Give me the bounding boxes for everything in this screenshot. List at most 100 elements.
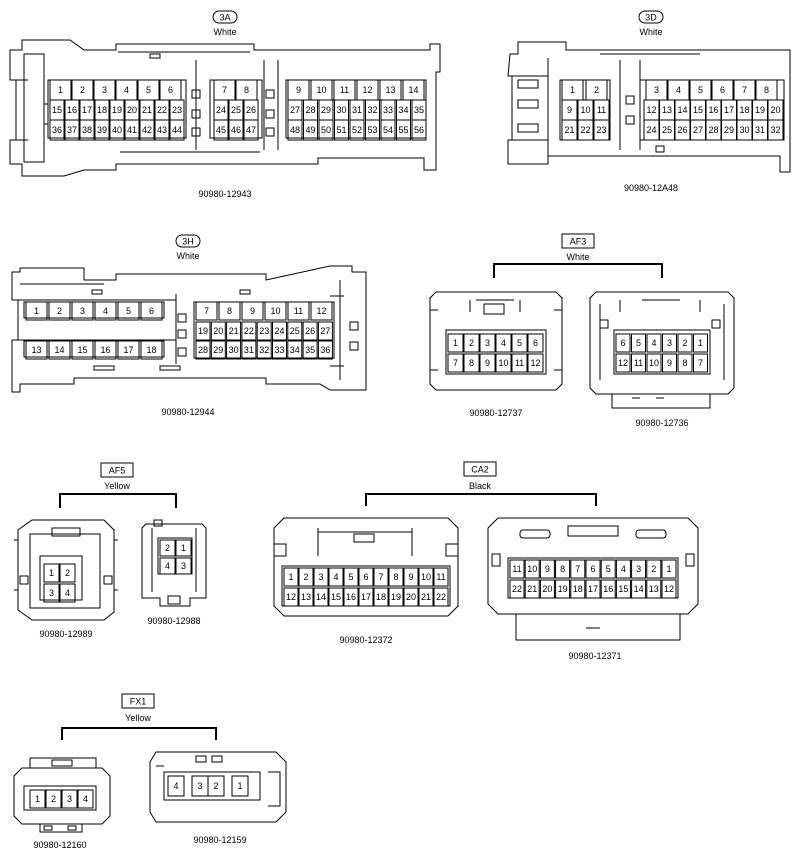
pin-number: 17 bbox=[724, 105, 734, 115]
pin-number: 43 bbox=[157, 125, 167, 135]
pin-cell bbox=[463, 353, 480, 373]
pin-number: 50 bbox=[321, 125, 331, 135]
pin-number: 1 bbox=[181, 543, 186, 553]
pin-number: 27 bbox=[693, 125, 703, 135]
pin-cell bbox=[195, 321, 211, 341]
pin-number: 4 bbox=[103, 306, 108, 316]
housing-detail bbox=[430, 299, 562, 371]
pin-number: 29 bbox=[321, 105, 331, 115]
badge-frame bbox=[175, 234, 201, 248]
pin-number: 9 bbox=[545, 564, 550, 574]
pin-number: 14 bbox=[316, 592, 326, 602]
pin-number: 10 bbox=[270, 306, 280, 316]
connector-housing bbox=[487, 517, 699, 615]
pin-cell bbox=[447, 333, 464, 353]
pin-cell bbox=[117, 340, 140, 360]
pin-number: 21 bbox=[421, 592, 431, 602]
pin-number: 24 bbox=[646, 125, 656, 135]
pin-cell bbox=[328, 587, 344, 607]
pin-cell bbox=[213, 119, 229, 141]
pin-number: 1 bbox=[698, 338, 703, 348]
pin-number: 13 bbox=[385, 85, 395, 95]
pin-number: 4 bbox=[83, 794, 88, 804]
pin-number: 16 bbox=[708, 105, 718, 115]
pin-cell bbox=[287, 321, 303, 341]
connector-color: Black bbox=[469, 481, 492, 491]
pin-number: 12 bbox=[316, 306, 326, 316]
pin-cell bbox=[283, 567, 299, 587]
pin-number: 7 bbox=[378, 572, 383, 582]
pin-number: 7 bbox=[698, 358, 703, 368]
pin-cell bbox=[418, 567, 434, 587]
pin-cell bbox=[256, 321, 272, 341]
pin-number: 3 bbox=[67, 794, 72, 804]
pin-number: 22 bbox=[512, 584, 522, 594]
pin-number: 17 bbox=[361, 592, 371, 602]
pin-number: 4 bbox=[333, 572, 338, 582]
key bbox=[19, 575, 29, 585]
pin-cell bbox=[555, 579, 571, 599]
pin-cell bbox=[140, 301, 163, 321]
pin-cell bbox=[365, 119, 380, 141]
pin-cell bbox=[25, 340, 48, 360]
pin-number: 25 bbox=[290, 326, 300, 336]
part-number: 90980-12944 bbox=[161, 407, 214, 417]
pin-cell bbox=[43, 563, 60, 583]
pin-number: 4 bbox=[165, 561, 170, 571]
pin-block bbox=[23, 301, 165, 319]
pin-cell bbox=[373, 567, 389, 587]
part-number: 90980-12372 bbox=[339, 635, 392, 645]
connector-housing bbox=[11, 265, 367, 393]
pin-cell bbox=[79, 119, 95, 141]
pin-number: 5 bbox=[126, 306, 131, 316]
pin-cell bbox=[615, 579, 631, 599]
pin-cell bbox=[59, 563, 76, 583]
pin-cell bbox=[631, 559, 647, 579]
pin-cell bbox=[388, 567, 404, 587]
pin-number: 21 bbox=[564, 125, 574, 135]
pin-number: 18 bbox=[739, 105, 749, 115]
pin-cell bbox=[313, 587, 329, 607]
pin-number: 46 bbox=[231, 125, 241, 135]
pin-number: 51 bbox=[336, 125, 346, 135]
key bbox=[265, 89, 275, 99]
pin-cell bbox=[29, 789, 46, 809]
connector-color: White bbox=[176, 251, 199, 261]
connector-id: AF3 bbox=[570, 237, 587, 247]
connector-id: 3D bbox=[645, 13, 657, 23]
key bbox=[685, 553, 695, 567]
latch bbox=[517, 99, 539, 109]
pin-number: 30 bbox=[739, 125, 749, 135]
pin-number: 29 bbox=[724, 125, 734, 135]
connector-housing bbox=[273, 517, 459, 617]
connector-housing bbox=[17, 519, 115, 621]
pin-cell bbox=[388, 587, 404, 607]
pin-cell bbox=[159, 557, 176, 575]
connector-color: Yellow bbox=[104, 481, 130, 491]
pin-number: 15 bbox=[693, 105, 703, 115]
pin-number: 32 bbox=[367, 105, 377, 115]
pin-number: 25 bbox=[231, 105, 241, 115]
key bbox=[265, 127, 275, 137]
pin-number: 6 bbox=[590, 564, 595, 574]
latch bbox=[167, 595, 181, 605]
pin-number: 7 bbox=[204, 306, 209, 316]
connector-color: Yellow bbox=[125, 713, 151, 723]
pin-number: 16 bbox=[100, 345, 110, 355]
pin-number: 22 bbox=[436, 592, 446, 602]
pin-cell bbox=[154, 119, 170, 141]
pin-cell bbox=[241, 340, 257, 360]
bracket bbox=[365, 493, 597, 506]
pin-cell bbox=[662, 333, 677, 353]
pin-number: 32 bbox=[259, 345, 269, 355]
pin-number: 28 bbox=[305, 105, 315, 115]
pin-number: 9 bbox=[667, 358, 672, 368]
pin-number: 15 bbox=[331, 592, 341, 602]
pin-number: 11 bbox=[340, 85, 349, 95]
latch bbox=[517, 79, 539, 89]
pin-number: 1 bbox=[35, 794, 40, 804]
pin-cell bbox=[463, 333, 480, 353]
